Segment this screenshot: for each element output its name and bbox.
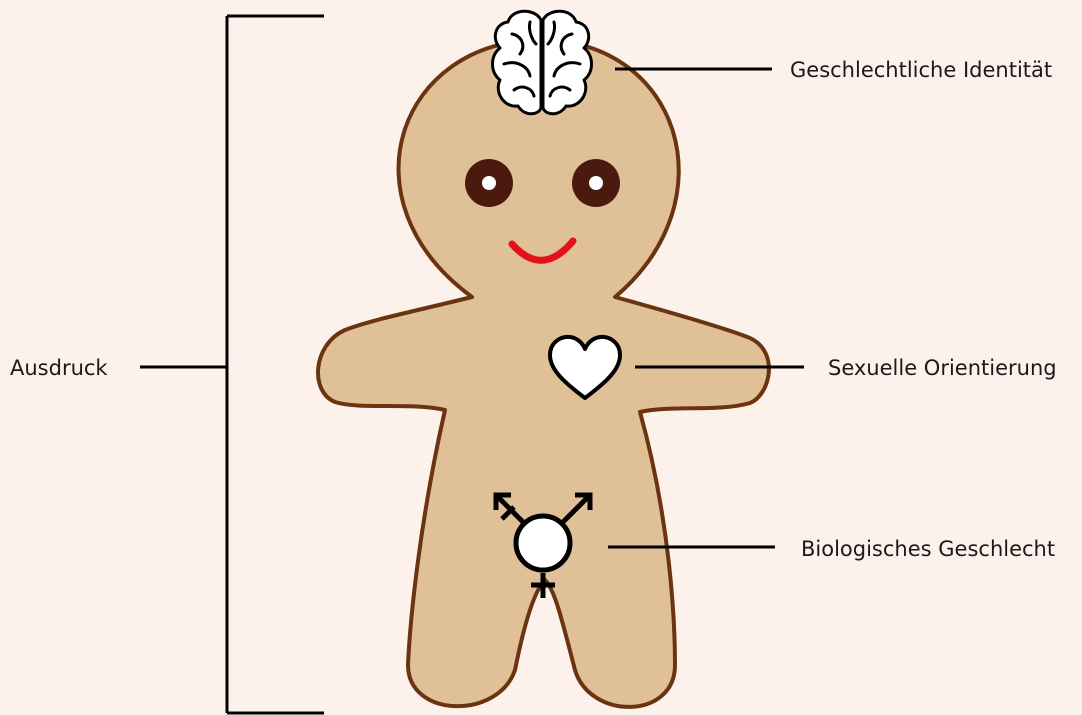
gingerbread-body [318,40,769,707]
right-eye-highlight [589,176,603,190]
left-eye-highlight [482,176,496,190]
expression-bracket [140,16,324,713]
sexual-orientation-label: Sexuelle Orientierung [828,358,1057,379]
biological-sex-label: Biologisches Geschlecht [801,539,1055,560]
gender-identity-label: Geschlechtliche Identität [790,60,1052,81]
brain-icon [493,11,592,114]
expression-label: Ausdruck [10,358,108,379]
